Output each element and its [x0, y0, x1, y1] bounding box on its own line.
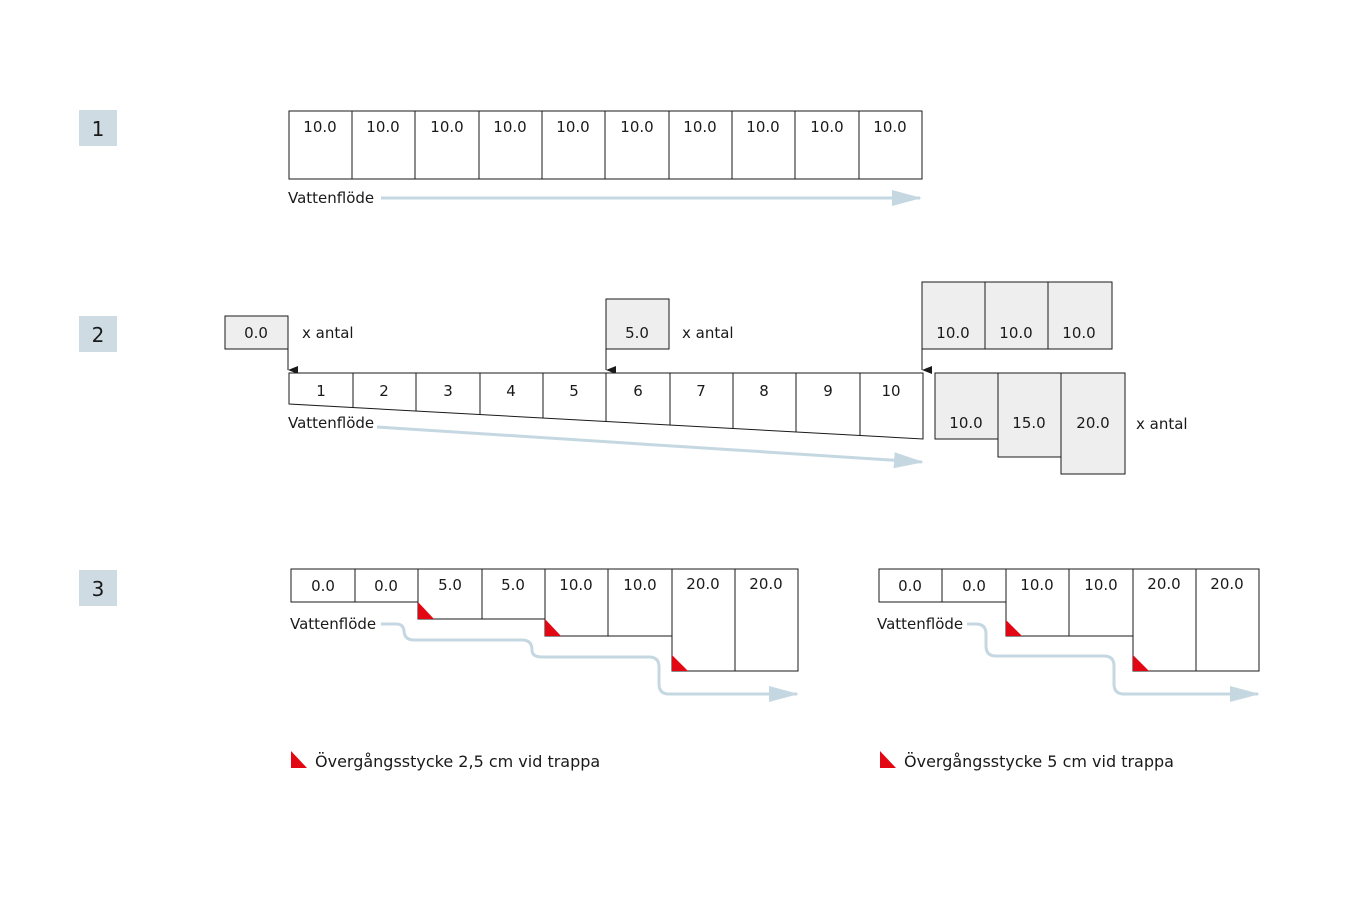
transition-marker [1006, 620, 1022, 636]
lower-block [1060, 372, 1126, 475]
diagram-3a-stepped-channel: 0.0 0.0 5.0 5.0 10.0 10.0 20.0 20.0 Vatt… [290, 568, 799, 771]
cell-value: 0.0 [898, 577, 922, 595]
cell-value: 20.0 [1147, 575, 1180, 593]
cell-value: 0.0 [962, 577, 986, 595]
legend-text: Övergångsstycke 5 cm vid trappa [904, 752, 1174, 771]
section-number: 1 [92, 117, 105, 141]
flow-label: Vattenflöde [288, 414, 374, 432]
segment-number: 6 [633, 382, 643, 400]
cell-value: 5.0 [438, 576, 462, 594]
transition-marker [1133, 655, 1149, 671]
lower-block [934, 372, 999, 440]
flow-label: Vattenflöde [290, 615, 376, 633]
transition-marker [545, 619, 561, 636]
cell-value: 10.0 [1020, 576, 1053, 594]
segment-number: 5 [569, 382, 579, 400]
segment-number: 9 [823, 382, 833, 400]
cell-value: 10.0 [620, 118, 653, 136]
cell-value: 10.0 [810, 118, 843, 136]
section-badge-3: 3 [79, 570, 117, 606]
block-value: 10.0 [1062, 324, 1095, 342]
cell-value: 10.0 [430, 118, 463, 136]
segment-number: 2 [379, 382, 389, 400]
cell-value: 20.0 [1210, 575, 1243, 593]
block-value: 15.0 [1012, 414, 1045, 432]
cell-value: 20.0 [686, 575, 719, 593]
segment-number: 10 [881, 382, 900, 400]
lower-block [997, 372, 1062, 458]
transition-marker [672, 655, 688, 671]
segment-number: 3 [443, 382, 453, 400]
end-blocks [921, 281, 1113, 350]
segment-number: 1 [316, 382, 326, 400]
legend-marker-icon [880, 751, 896, 768]
flow-arrow [967, 622, 1260, 702]
mid-block [605, 298, 670, 350]
block-value: 10.0 [936, 324, 969, 342]
section-badge-2: 2 [79, 316, 117, 352]
block-value: 5.0 [625, 324, 649, 342]
start-block [224, 315, 289, 350]
cell-value: 10.0 [746, 118, 779, 136]
block-value: 0.0 [244, 324, 268, 342]
cell-value: 10.0 [1084, 576, 1117, 594]
cell-value: 10.0 [493, 118, 526, 136]
segment-number: 7 [696, 382, 706, 400]
flow-arrow [381, 622, 799, 702]
diagram-2-sloped-channel: 0.0 x antal 5.0 x antal 10.0 10.0 10.0 1… [224, 281, 1188, 475]
multiplier-label: x antal [682, 324, 734, 342]
flow-label: Vattenflöde [877, 615, 963, 633]
cell-value: 0.0 [311, 577, 335, 595]
cell-value: 10.0 [873, 118, 906, 136]
cell-value: 20.0 [749, 575, 782, 593]
block-value: 20.0 [1076, 414, 1109, 432]
cell-value: 10.0 [303, 118, 336, 136]
section-badge-1: 1 [79, 110, 117, 146]
flow-arrow [376, 425, 924, 469]
legend-marker-icon [291, 751, 307, 768]
diagram-1-uniform-channel: 10.0 10.0 10.0 10.0 10.0 10.0 10.0 10.0 … [288, 110, 923, 207]
section-number: 3 [92, 577, 105, 601]
legend-text: Övergångsstycke 2,5 cm vid trappa [315, 752, 600, 771]
transition-marker [418, 602, 434, 619]
diagram-3b-stepped-channel: 0.0 0.0 10.0 10.0 20.0 20.0 Vattenflöde … [877, 568, 1260, 771]
segment-number: 4 [506, 382, 516, 400]
cell-value: 10.0 [366, 118, 399, 136]
cell-value: 5.0 [501, 576, 525, 594]
segment-number: 8 [759, 382, 769, 400]
block-value: 10.0 [949, 414, 982, 432]
cell-value: 10.0 [683, 118, 716, 136]
flow-label: Vattenflöde [288, 189, 374, 207]
cell-value: 0.0 [374, 577, 398, 595]
cell-value: 10.0 [623, 576, 656, 594]
section-number: 2 [92, 323, 105, 347]
cell-value: 10.0 [559, 576, 592, 594]
multiplier-label: x antal [302, 324, 354, 342]
block-value: 10.0 [999, 324, 1032, 342]
cell-value: 10.0 [556, 118, 589, 136]
multiplier-label: x antal [1136, 415, 1188, 433]
